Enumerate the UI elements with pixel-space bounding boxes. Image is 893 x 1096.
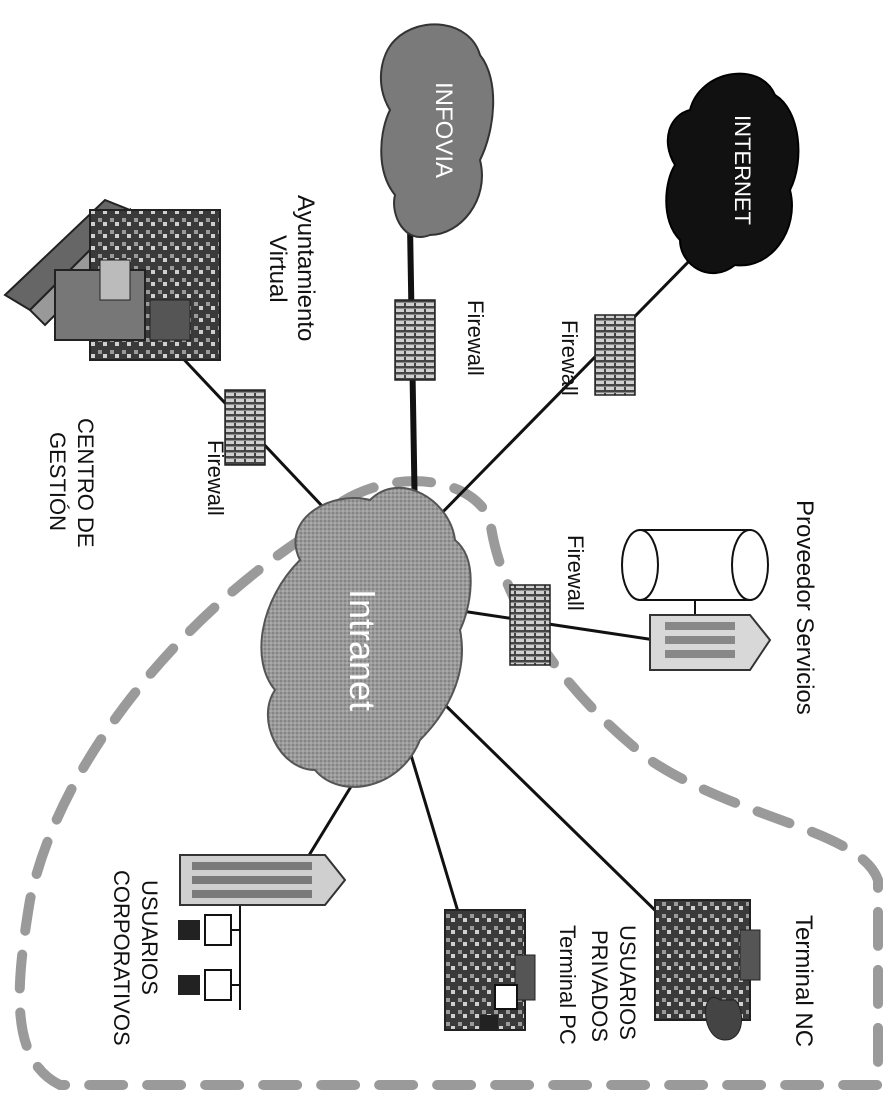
intranet-cloud: Intranet bbox=[260, 486, 472, 788]
intranet-label: Intranet bbox=[342, 589, 383, 711]
computer-icon bbox=[178, 914, 232, 1001]
usuarios-privados-label-2: PRIVADOS bbox=[587, 930, 612, 1042]
infovia-cloud: INFOVIA bbox=[379, 23, 495, 238]
firewall-internet-label: Firewall bbox=[557, 320, 582, 396]
firewall-proveedor-label: Firewall bbox=[563, 535, 588, 611]
centro-label-2: GESTIÓN bbox=[45, 432, 70, 531]
usuarios-privados-label-1: USUARIOS bbox=[615, 925, 640, 1040]
terminal-pc-label: Terminal PC bbox=[555, 925, 580, 1045]
terminal-pc-icon bbox=[444, 909, 536, 1031]
firewall-internet bbox=[594, 314, 636, 396]
firewall-ayuntamiento bbox=[224, 389, 266, 466]
firewall-infovia bbox=[394, 299, 436, 381]
labels: Ayuntamiento Virtual Firewall CENTRO DE … bbox=[45, 195, 818, 1047]
link-usuarios-privados bbox=[438, 698, 667, 922]
firewall-proveedor bbox=[509, 584, 551, 666]
proveedor-label: Proveedor Servicios bbox=[791, 500, 818, 715]
usuarios-corporativos-label-2: CORPORATIVOS bbox=[109, 870, 134, 1046]
database-icon bbox=[621, 529, 769, 615]
link-internet bbox=[428, 248, 702, 527]
internet-label: INTERNET bbox=[730, 115, 755, 225]
centro-label-1: CENTRO DE bbox=[73, 418, 98, 548]
server-icon bbox=[649, 614, 772, 671]
ayuntamiento-building-icon bbox=[3, 198, 221, 361]
firewall-ayuntamiento-label: Firewall bbox=[203, 440, 228, 516]
terminal-nc-label: Terminal NC bbox=[790, 915, 817, 1047]
terminal-nc-icon bbox=[654, 899, 761, 1041]
intranet-boundary bbox=[14, 476, 883, 1090]
infovia-label: INFOVIA bbox=[430, 82, 457, 178]
internet-cloud: INTERNET bbox=[665, 72, 800, 275]
link-proveedor bbox=[454, 608, 656, 642]
firewall-infovia-label: Firewall bbox=[463, 300, 488, 376]
usuarios-corporativos-label-1: USUARIOS bbox=[137, 880, 162, 995]
corporate-server-icon bbox=[179, 854, 347, 906]
ayuntamiento-label-1: Ayuntamiento bbox=[292, 195, 319, 341]
ayuntamiento-label-2: Virtual bbox=[264, 235, 291, 303]
link-terminal-pc bbox=[406, 744, 467, 936]
firewall-icon bbox=[224, 299, 636, 666]
